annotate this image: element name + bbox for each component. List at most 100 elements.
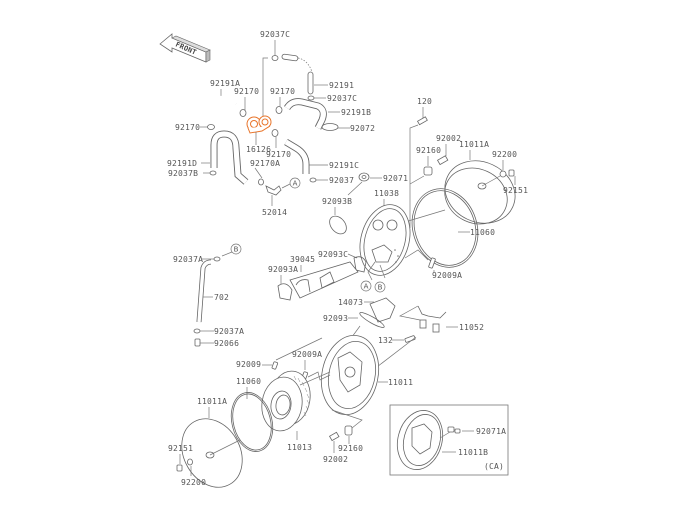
label-39045: 39045 — [290, 255, 315, 264]
plug-part — [194, 338, 201, 347]
label-92093B: 92093B — [322, 197, 352, 206]
label-11011A-top: 11011A — [459, 140, 489, 149]
label-92037C-b: 92037C — [327, 94, 357, 103]
label-11052: 11052 — [459, 323, 484, 332]
elbow-part — [265, 185, 282, 196]
label-92191C: 92191C — [329, 161, 359, 170]
grommet-part — [344, 425, 353, 436]
label-92066: 92066 — [214, 339, 239, 348]
boot-part — [369, 297, 396, 323]
label-92037A-bot: 92037A — [214, 327, 244, 336]
svg-text:B: B — [234, 246, 239, 254]
label-92160-bot: 92160 — [338, 444, 363, 453]
label-92170-a: 92170 — [234, 87, 259, 96]
clamp-part — [309, 177, 317, 183]
label-92072: 92072 — [350, 124, 375, 133]
inset-note: (CA) — [484, 462, 504, 471]
label-92009A-top: 92009A — [432, 271, 462, 280]
callout-a-mid: A — [360, 280, 372, 292]
highlighted-part-16126[interactable] — [246, 115, 272, 134]
label-92160-top: 92160 — [416, 146, 441, 155]
label-11013: 11013 — [287, 443, 312, 452]
label-92037: 92037 — [329, 176, 354, 185]
gasket-part — [329, 215, 347, 235]
grommet-part — [454, 428, 461, 434]
label-16126: 16126 — [246, 145, 271, 154]
label-92191D: 92191D — [167, 159, 197, 168]
label-11060-top: 11060 — [470, 228, 495, 237]
element-ring — [411, 188, 479, 268]
label-92009A-bot: 92009A — [292, 350, 322, 359]
air-duct — [289, 261, 359, 299]
label-92151-bot: 92151 — [168, 444, 193, 453]
label-92071: 92071 — [383, 174, 408, 183]
hose-part — [307, 71, 314, 95]
label-92009: 92009 — [236, 360, 261, 369]
gasket-part — [353, 256, 367, 273]
label-92191A: 92191A — [210, 79, 240, 88]
air-cleaner-housing — [359, 204, 411, 276]
label-92200-bot: 92200 — [181, 478, 206, 487]
label-14073: 14073 — [338, 298, 363, 307]
bolt-part — [508, 169, 515, 177]
label-11060-bot: 11060 — [236, 377, 261, 386]
bolt-part — [271, 361, 279, 370]
label-92002-bot: 92002 — [323, 455, 348, 464]
gasket-part — [359, 312, 385, 328]
grommet-part — [358, 172, 370, 182]
label-92200-top: 92200 — [492, 150, 517, 159]
clamp-part — [258, 178, 264, 186]
label-11011A-bot: 11011A — [197, 397, 227, 406]
svg-text:A: A — [293, 180, 298, 188]
label-92191: 92191 — [329, 81, 354, 90]
label-132: 132 — [378, 336, 393, 345]
air-cleaner-cover — [444, 160, 516, 224]
inset-ca: 92071A 11011B (CA) — [389, 404, 509, 476]
washer-part — [187, 458, 193, 466]
bolt-part — [176, 464, 183, 472]
clamp-part — [209, 170, 217, 176]
clamp-part — [271, 129, 279, 137]
label-92170A: 92170A — [250, 159, 280, 168]
callout-b-left: B — [230, 243, 242, 255]
label-92170-b: 92170 — [270, 87, 295, 96]
washer-part — [499, 170, 507, 178]
grommet-part — [423, 166, 433, 176]
front-arrow-icon: FRONT — [159, 33, 211, 63]
label-702: 702 — [214, 293, 229, 302]
label-92037B: 92037B — [168, 169, 198, 178]
label-92151-top: 92151 — [503, 186, 528, 195]
gasket-part — [277, 283, 293, 301]
label-92093A: 92093A — [268, 265, 298, 274]
bolt-part — [328, 431, 340, 442]
label-92002-top: 92002 — [436, 134, 461, 143]
bracket-part — [417, 305, 447, 319]
label-92071A: 92071A — [476, 427, 506, 436]
hose-part — [281, 53, 299, 62]
bolt-part — [428, 257, 436, 269]
label-11011: 11011 — [388, 378, 413, 387]
bracket-tab — [432, 323, 440, 333]
clamp-part — [275, 106, 283, 114]
svg-text:B: B — [378, 284, 383, 292]
label-92093: 92093 — [323, 314, 348, 323]
clamp-part — [207, 124, 215, 130]
clamp-part — [307, 95, 315, 101]
clamp-part — [321, 123, 339, 131]
clamp-part — [193, 328, 201, 334]
label-92037C: 92037C — [260, 30, 290, 39]
clamp-part — [271, 55, 279, 61]
svg-text:A: A — [364, 283, 369, 291]
label-92170-c: 92170 — [266, 150, 291, 159]
callout-b-mid: B — [374, 281, 386, 293]
grommet-part — [447, 426, 455, 433]
label-92170-left: 92170 — [175, 123, 200, 132]
label-52014: 52014 — [262, 208, 287, 217]
bracket-tab — [419, 319, 427, 329]
clamp-part — [213, 256, 221, 262]
label-11011B: 11011B — [458, 448, 488, 457]
clamp-part — [239, 109, 247, 117]
label-92093C: 92093C — [318, 250, 348, 259]
element-ring — [230, 392, 274, 452]
